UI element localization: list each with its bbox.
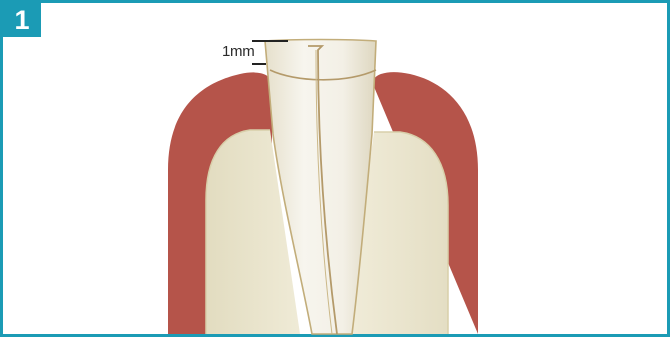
measurement-label: 1mm — [222, 43, 254, 60]
step-number-badge: 1 — [3, 3, 41, 37]
